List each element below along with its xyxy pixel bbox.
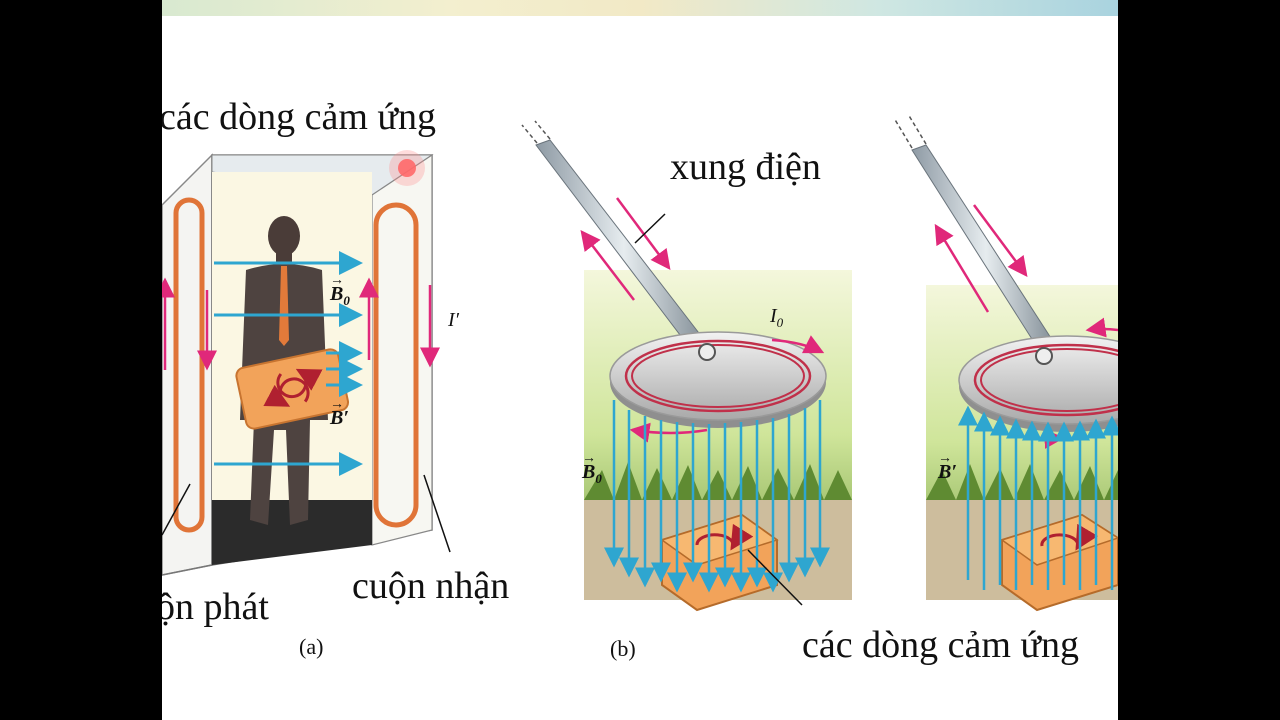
person-silhouette	[235, 216, 350, 525]
label-b0-b: →B0	[582, 451, 602, 486]
label-induced-currents-b: các dòng cảm ứng	[802, 624, 1079, 666]
slide: các dòng cảm ứng ộn phát cuộn nhận (a) x…	[162, 0, 1118, 720]
field-lines-b-prime	[326, 341, 363, 397]
label-b-prime-a: →B′	[330, 397, 349, 429]
slide-top-bar	[162, 0, 1118, 16]
label-panel-b: (b)	[610, 636, 636, 661]
label-induced-currents-a: các dòng cảm ứng	[162, 96, 436, 138]
label-transmitter-coil: ộn phát	[162, 586, 269, 628]
field-lines-b-prime-up	[958, 405, 1118, 590]
metal-detector-c	[893, 113, 1118, 612]
label-pulse: xung điện	[670, 146, 821, 188]
label-i0: I0	[770, 305, 784, 330]
label-panel-a: (a)	[299, 634, 324, 659]
field-lines-b0-down	[604, 400, 830, 593]
label-receiver-coil: cuộn nhận	[352, 565, 510, 607]
field-lines-b0	[214, 251, 363, 476]
label-b-prime-c: →B′	[938, 451, 957, 483]
label-i-prime: I′	[448, 309, 460, 331]
metal-detector-b	[521, 120, 852, 612]
label-b0-a: →B0	[330, 273, 350, 308]
diagram-artwork	[162, 113, 1118, 612]
walk-through-detector	[162, 150, 451, 576]
